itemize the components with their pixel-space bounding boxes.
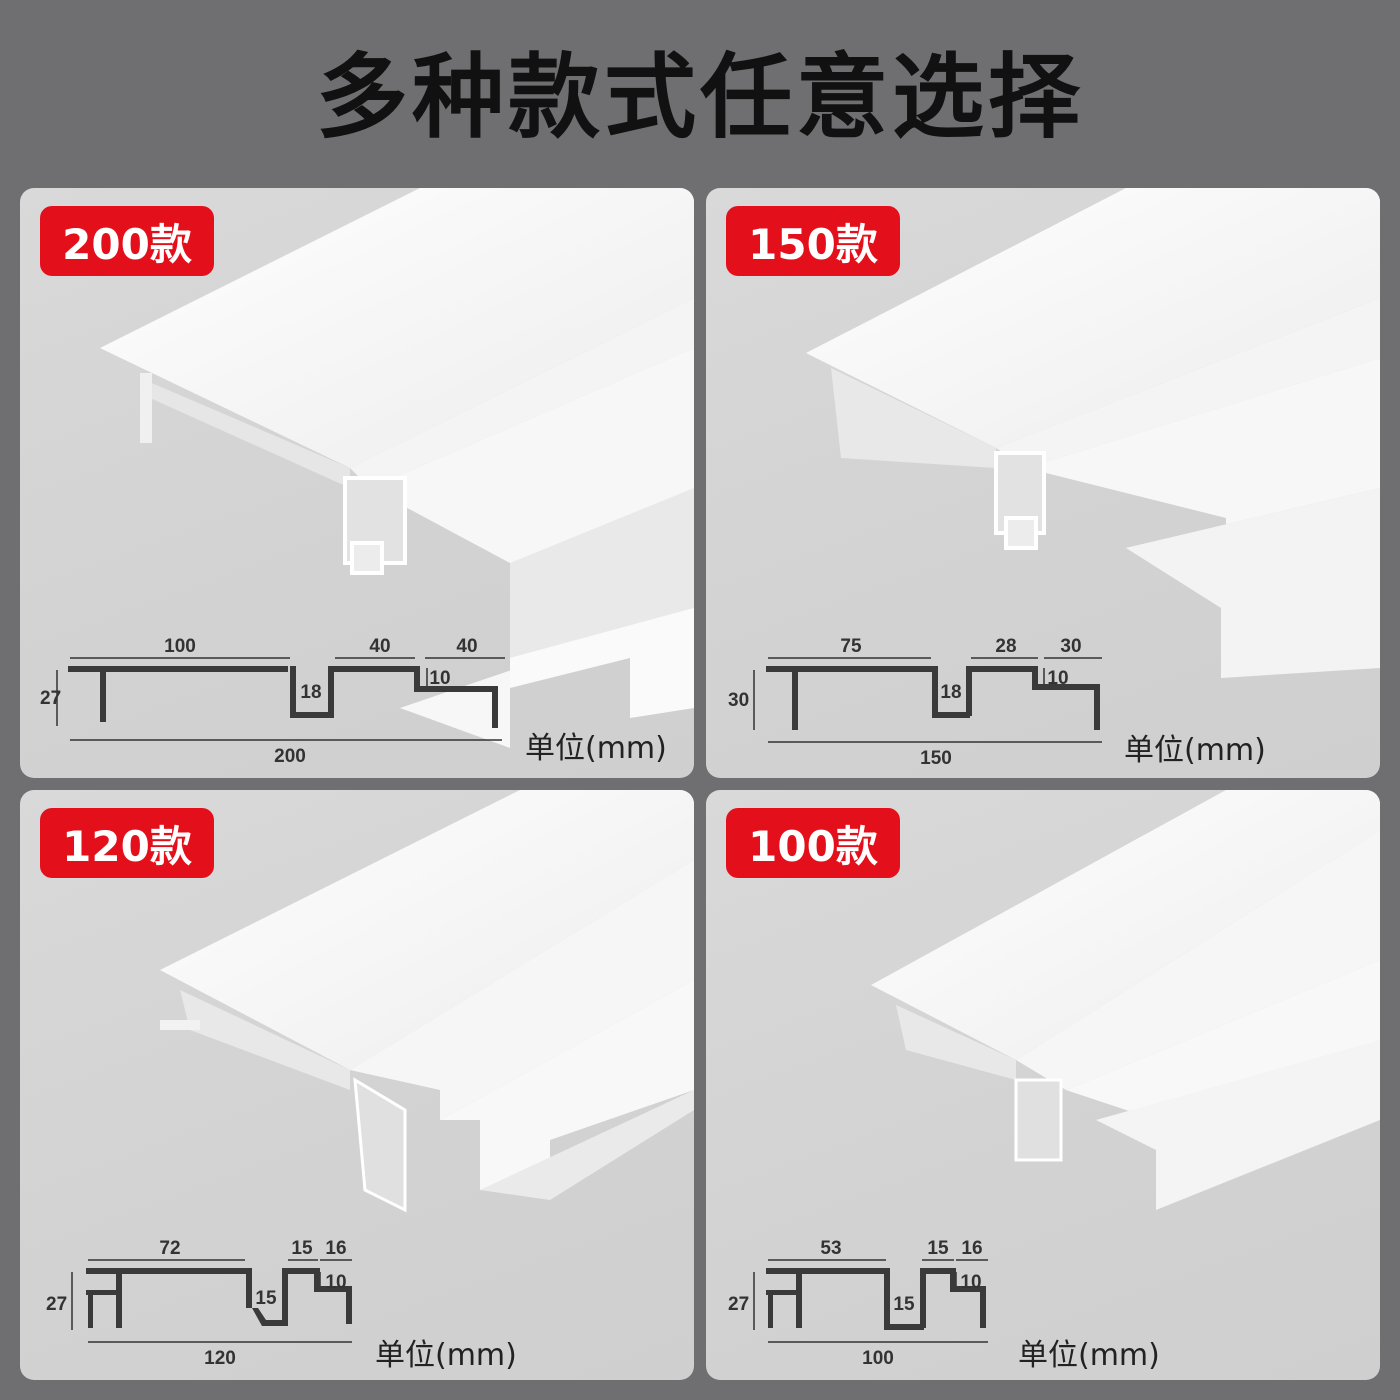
dim-slot: 15 [255, 1288, 277, 1309]
profile-render-image [160, 790, 694, 1213]
profile-render-image [871, 790, 1380, 1210]
dim-slot: 18 [300, 682, 321, 703]
unit-label: 单位(mm) [375, 1338, 517, 1373]
dim-height: 27 [40, 688, 61, 709]
dim-slot: 18 [940, 682, 961, 703]
dim-top-a: 75 [840, 636, 862, 657]
dim-height: 27 [46, 1294, 67, 1315]
dim-top-a: 72 [159, 1238, 180, 1259]
model-badge: 100款 [726, 808, 900, 878]
dim-height: 30 [728, 690, 749, 711]
dim-top-b: 15 [291, 1238, 313, 1259]
model-card-120[interactable]: 120款 72 15 16 10 15 27 120 [20, 790, 694, 1380]
unit-label: 单位(mm) [1018, 1338, 1160, 1373]
model-badge: 150款 [726, 206, 900, 276]
unit-label: 单位(mm) [525, 731, 667, 766]
cross-section-diagram: 72 15 16 10 15 27 120 [46, 1238, 352, 1369]
model-badge: 200款 [40, 206, 214, 276]
dim-step: 10 [1047, 668, 1068, 689]
dim-top-c: 16 [325, 1238, 346, 1259]
cross-section-diagram: 75 28 30 10 18 30 150 [728, 636, 1102, 768]
profile-render-image [100, 188, 694, 748]
dim-top-a: 53 [820, 1238, 841, 1259]
dim-height: 27 [728, 1294, 749, 1315]
dim-total: 100 [862, 1348, 894, 1369]
dim-step: 10 [960, 1272, 981, 1293]
model-card-200[interactable]: 200款 100 40 40 10 18 27 200 单位(mm) [20, 188, 694, 778]
cross-section-diagram: 100 40 40 10 18 27 200 [40, 636, 505, 767]
cross-section-diagram: 53 15 16 10 15 27 100 [728, 1238, 988, 1369]
dim-step: 10 [429, 668, 450, 689]
model-card-150[interactable]: 150款 75 28 30 10 18 30 150 单位(mm) [706, 188, 1380, 778]
dim-total: 150 [920, 748, 952, 768]
dim-top-b: 40 [369, 636, 390, 657]
dim-top-c: 30 [1060, 636, 1081, 657]
unit-label: 单位(mm) [1124, 733, 1266, 768]
dim-slot: 15 [893, 1294, 915, 1315]
model-badge: 120款 [40, 808, 214, 878]
dim-top-b: 28 [995, 636, 1016, 657]
page-title: 多种款式任意选择 [315, 44, 1084, 151]
dim-top-c: 16 [961, 1238, 982, 1259]
dim-total: 200 [274, 746, 306, 767]
dim-top-c: 40 [456, 636, 477, 657]
dim-step: 10 [325, 1272, 346, 1293]
model-card-100[interactable]: 100款 53 15 16 10 15 27 100 [706, 790, 1380, 1380]
dim-total: 120 [204, 1348, 236, 1369]
dim-top-a: 100 [164, 636, 196, 657]
profile-render-image [806, 188, 1380, 678]
dim-top-b: 15 [927, 1238, 949, 1259]
